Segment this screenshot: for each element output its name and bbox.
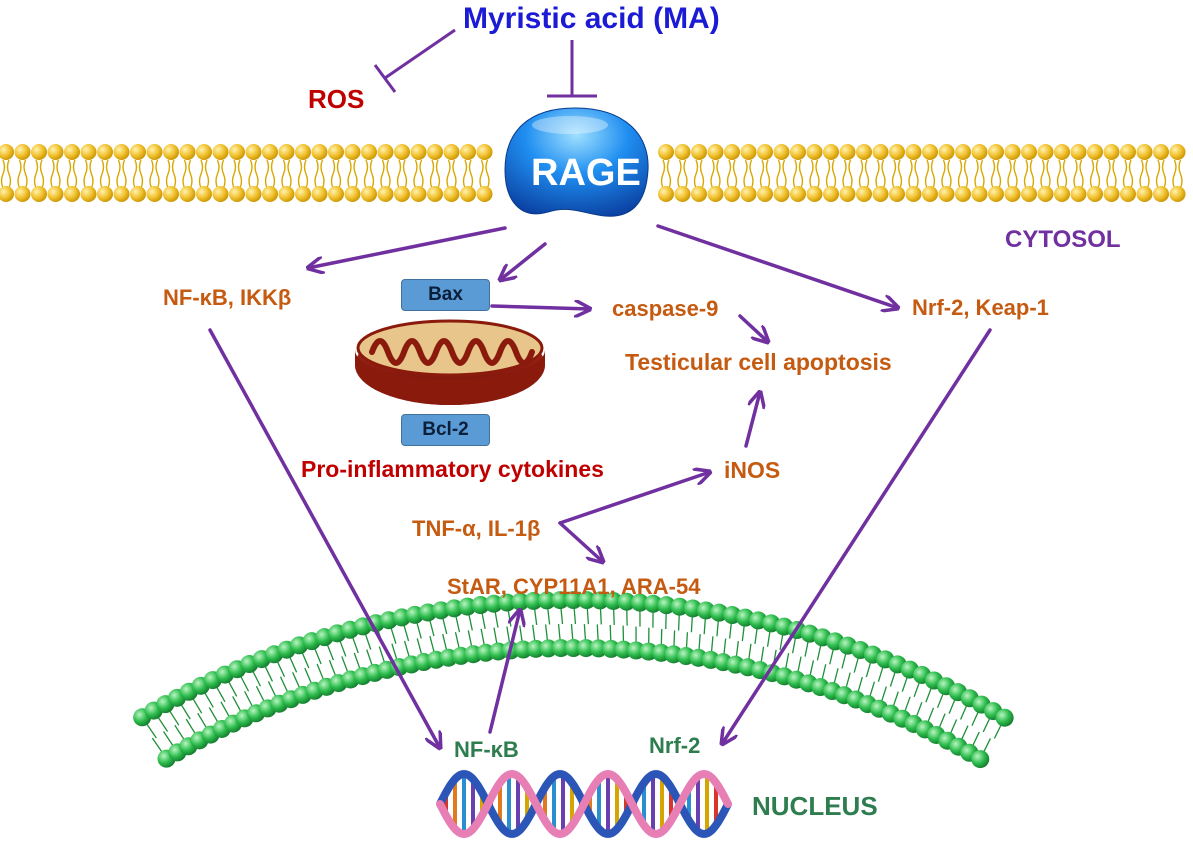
- nrf2-keap1-label: Nrf-2, Keap-1: [912, 295, 1049, 320]
- nfkb-ikkb-label: NF-κB, IKKβ: [163, 285, 292, 310]
- inhibition-lines: [373, 28, 597, 98]
- nrf2-nuclear-label: Nrf-2: [649, 733, 701, 758]
- rage-receptor: [504, 107, 649, 217]
- plasma-membrane: [0, 144, 1186, 202]
- pathway-arrows: [208, 224, 992, 748]
- caspase9-label: caspase-9: [612, 296, 719, 321]
- nfkb-nuclear-label: NF-κB: [454, 737, 519, 762]
- title-myristic-acid: Myristic acid (MA): [463, 2, 720, 35]
- tnf-il1b-label: TNF-α, IL-1β: [412, 516, 541, 541]
- nuclear-membrane: [133, 591, 1014, 769]
- star-cyp11a1-ara54-label: StAR, CYP11A1, ARA-54: [447, 574, 701, 599]
- cytosol-label: CYTOSOL: [1005, 226, 1121, 253]
- apoptosis-label: Testicular cell apoptosis: [625, 349, 892, 375]
- nucleus-label: NUCLEUS: [752, 791, 878, 821]
- cytokines-label: Pro-inflammatory cytokines: [301, 456, 604, 482]
- bax-box: Bax: [401, 279, 490, 311]
- dna-helix-icon: [436, 769, 732, 839]
- inos-label: iNOS: [724, 457, 781, 483]
- mitochondrion-icon: [355, 319, 545, 405]
- rage-label: RAGE: [531, 152, 641, 194]
- ros-label: ROS: [308, 84, 365, 114]
- bcl2-box: Bcl-2: [401, 414, 490, 446]
